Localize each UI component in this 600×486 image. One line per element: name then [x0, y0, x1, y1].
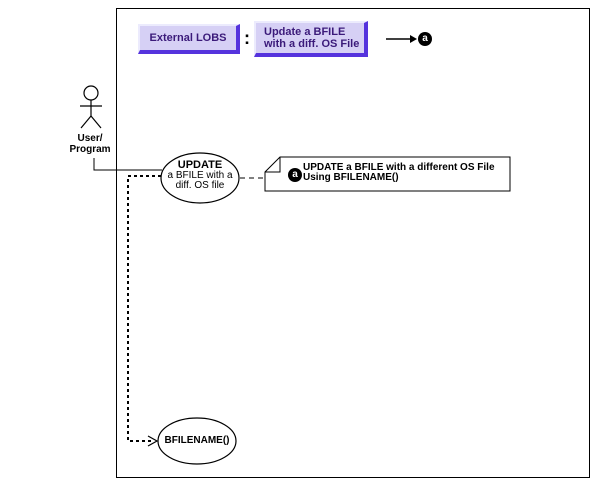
actor-icon [80, 85, 102, 129]
actor-label-line2: Program [69, 144, 111, 155]
include-arrow-head [147, 435, 159, 447]
note-text: UPDATE a BFILE with a different OS File … [303, 163, 495, 183]
use-case-line2: a BFILE with a [167, 170, 233, 181]
note-line2: Using BFILENAME() [303, 172, 399, 183]
note-line1: UPDATE a BFILE with a different OS File [303, 162, 495, 173]
diagram-frame [116, 8, 590, 478]
note-box [264, 156, 511, 192]
note-badge-label: a [292, 169, 298, 180]
header-separator: : [244, 28, 250, 48]
external-lobs-label: External LOBS [149, 32, 227, 44]
note-badge-icon [288, 168, 302, 182]
header-badge-icon [418, 32, 432, 46]
update-use-case[interactable]: UPDATE a BFILE with a diff. OS file [161, 160, 239, 191]
bfilename-label: BFILENAME() [164, 435, 230, 446]
update-bfile-label-line1: Update a BFILE [264, 26, 346, 38]
header-badge-label: a [422, 33, 428, 44]
header-arrow-head [410, 35, 417, 43]
actor-label-line1: User/ [77, 133, 103, 144]
bfilename-use-case-ellipse [157, 417, 237, 465]
update-bfile-label-line2: with a diff. OS File [264, 38, 360, 50]
use-case-title: UPDATE [177, 159, 223, 171]
update-bfile-button[interactable]: Update a BFILE with a diff. OS File [254, 21, 368, 57]
actor-association-line [93, 158, 162, 171]
update-use-case-ellipse [160, 152, 240, 204]
note-fold [265, 157, 281, 173]
bfilename-use-case[interactable]: BFILENAME() [158, 436, 236, 446]
external-lobs-button[interactable]: External LOBS [138, 24, 240, 54]
include-dotted-line [127, 175, 161, 442]
actor-label: User/ Program [60, 133, 120, 155]
use-case-line3: diff. OS file [175, 180, 225, 191]
